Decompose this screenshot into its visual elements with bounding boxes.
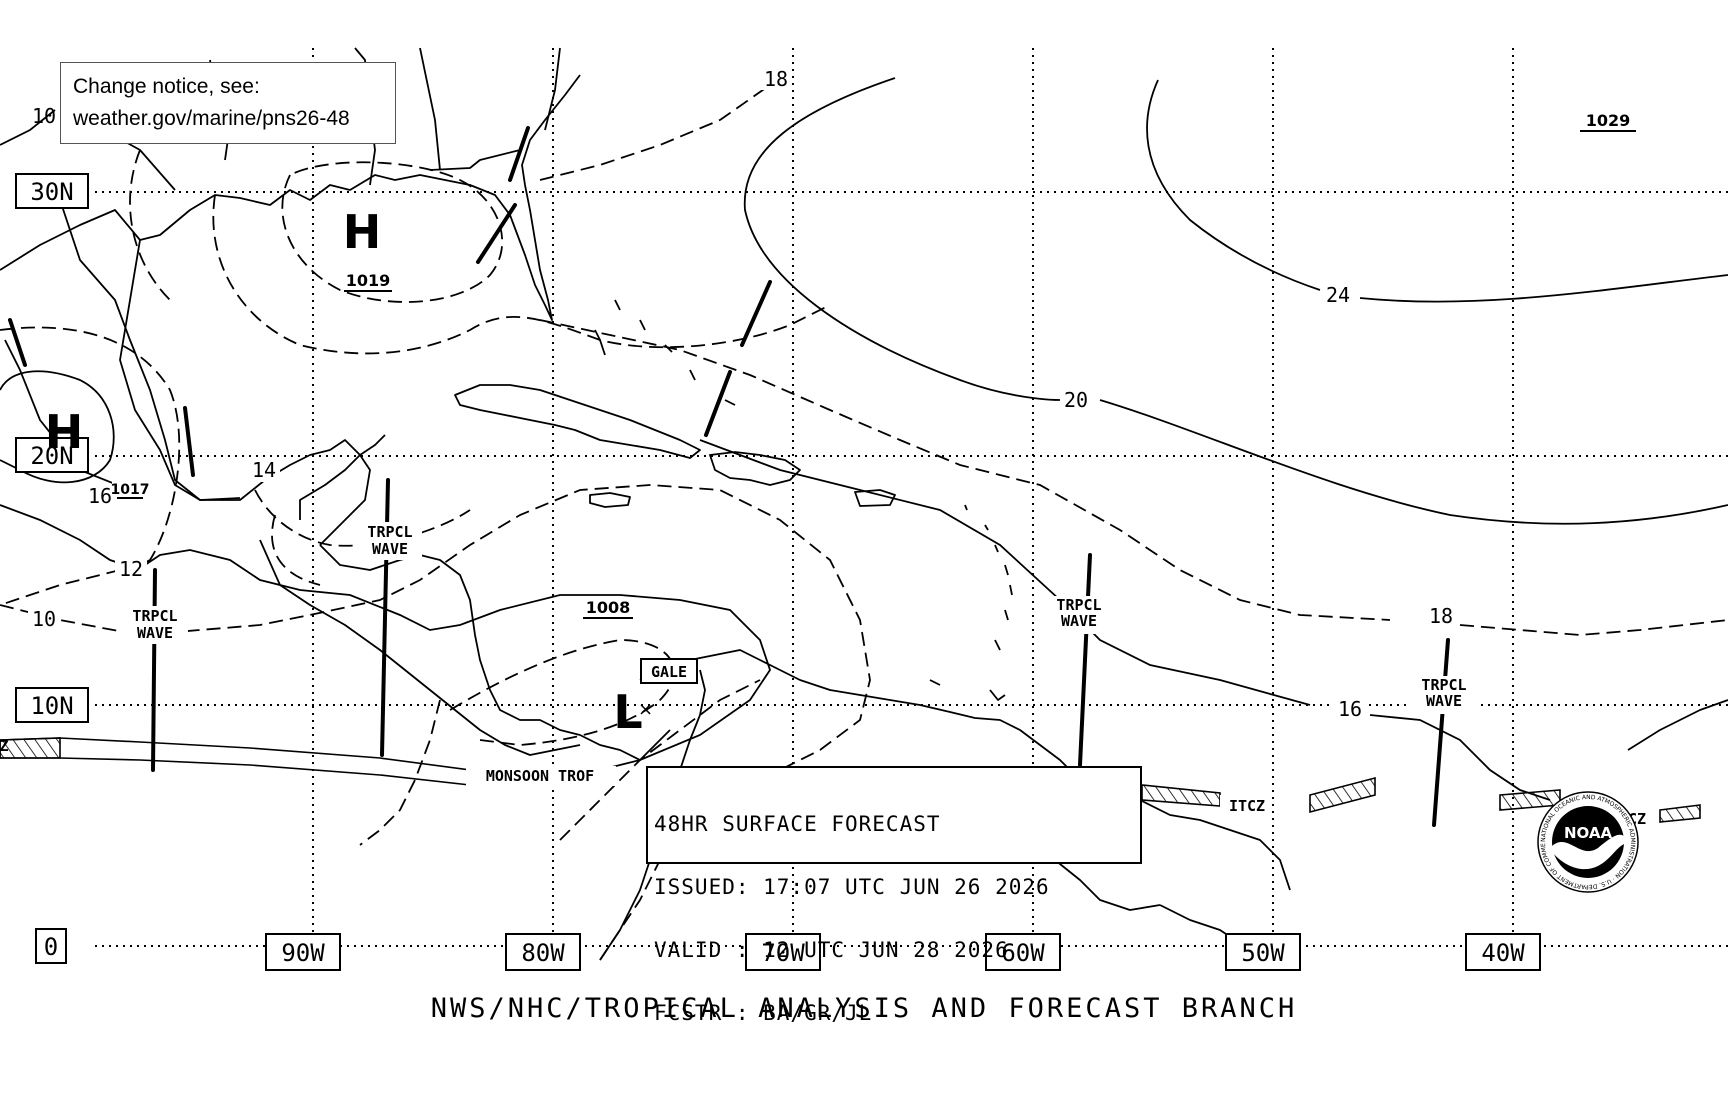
latitude-labels: 30N 20N 10N 0 — [15, 173, 89, 964]
lon-label-80w: 80W — [521, 939, 565, 967]
high-pressure-value-1029: 1029 — [1586, 111, 1631, 130]
isobar-label: 16 — [1338, 697, 1362, 721]
itcz-band-east — [1309, 776, 1376, 814]
isobar-label: 16 — [88, 484, 112, 508]
lon-label-40w: 40W — [1481, 939, 1525, 967]
isobar-label: 20 — [1064, 388, 1088, 412]
tropical-wave-label: TRPCL — [1421, 676, 1466, 694]
lat-label-20n: 20N — [30, 442, 73, 470]
forecast-valid: VALID : 12 UTC JUN 28 2026 — [654, 938, 1009, 962]
pressure-centers: H 1019 H 1017 L × 1008 GALE 1029 — [45, 111, 1636, 739]
noaa-logo-text: NOAA — [1564, 824, 1613, 842]
high-pressure-value: 1019 — [346, 271, 391, 290]
tropical-wave-label: TRPCL — [132, 607, 177, 625]
isobar-label: 10 — [32, 607, 56, 631]
isobar-label: 12 — [119, 557, 143, 581]
feature-labels: TRPCL WAVE TRPCL WAVE TRPCL WAVE TRPCL W… — [0, 522, 1652, 828]
forecast-forecaster: FCSTR : BA/GR/JL — [654, 1001, 873, 1025]
change-notice-link[interactable]: weather.gov/marine/pns26-48 — [73, 107, 350, 130]
high-pressure-center: H — [343, 205, 382, 259]
itcz-hatch-west — [0, 737, 61, 759]
isobar-label: 24 — [1326, 283, 1350, 307]
tropical-wave-label: WAVE — [137, 624, 173, 642]
isobar-label: 18 — [1429, 604, 1453, 628]
low-pressure-center: L — [613, 685, 642, 739]
tropical-wave-label: WAVE — [1426, 692, 1462, 710]
itcz-label-partial: Z — [0, 737, 9, 755]
isobar-label: 18 — [764, 67, 788, 91]
lat-label-10n: 10N — [30, 692, 73, 720]
grid — [95, 48, 1728, 947]
longitude-labels: 90W 80W 70W 60W 50W 40W — [265, 933, 1541, 971]
change-notice: Change notice, see: weather.gov/marine/p… — [60, 62, 396, 144]
lon-label-60w: 60W — [1001, 939, 1045, 967]
isobars — [0, 77, 1728, 961]
isobar-label: 14 — [252, 458, 276, 482]
itcz-label: ITCZ — [1229, 797, 1265, 815]
noaa-logo: NOAA NATIONAL OCEANIC AND ATMOSPHERIC AD… — [1537, 791, 1639, 893]
tropical-wave-label: WAVE — [1061, 612, 1097, 630]
tropical-wave-label: TRPCL — [367, 523, 412, 541]
high-pressure-value: 1017 — [111, 482, 150, 498]
itcz-band-central — [1141, 784, 1221, 807]
monsoon-trough-label: MONSOON TROF — [486, 767, 594, 785]
itcz-band-far-east — [1499, 789, 1561, 811]
isobar-labels: 18 24 20 10 14 16 12 10 18 16 — [28, 66, 1457, 721]
tropical-wave-label: WAVE — [372, 540, 408, 558]
high-pressure-center: H — [45, 405, 84, 459]
low-pressure-value: 1008 — [586, 598, 631, 617]
low-center-mark: × — [638, 699, 653, 720]
lon-label-90w: 90W — [281, 939, 325, 967]
tropical-wave-axes — [8, 126, 1450, 827]
isobar-label: 10 — [32, 104, 56, 128]
forecast-title: 48HR SURFACE FORECAST — [654, 812, 941, 836]
lat-label-0: 0 — [44, 933, 58, 961]
monsoon-trough-band — [0, 737, 471, 786]
lon-label-70w: 70W — [761, 939, 805, 967]
footer-credit: NWS/NHC/TROPICAL ANALYSIS AND FORECAST B… — [430, 993, 1298, 1024]
gale-warning-label: GALE — [651, 663, 687, 681]
change-notice-line1: Change notice, see: — [73, 75, 260, 98]
forecast-info-box: 48HR SURFACE FORECAST ISSUED: 17:07 UTC … — [646, 766, 1142, 1024]
forecast-issued: ISSUED: 17:07 UTC JUN 26 2026 — [654, 875, 1050, 899]
tropical-wave-label: TRPCL — [1056, 596, 1101, 614]
lon-label-50w: 50W — [1241, 939, 1285, 967]
lat-label-30n: 30N — [30, 178, 73, 206]
